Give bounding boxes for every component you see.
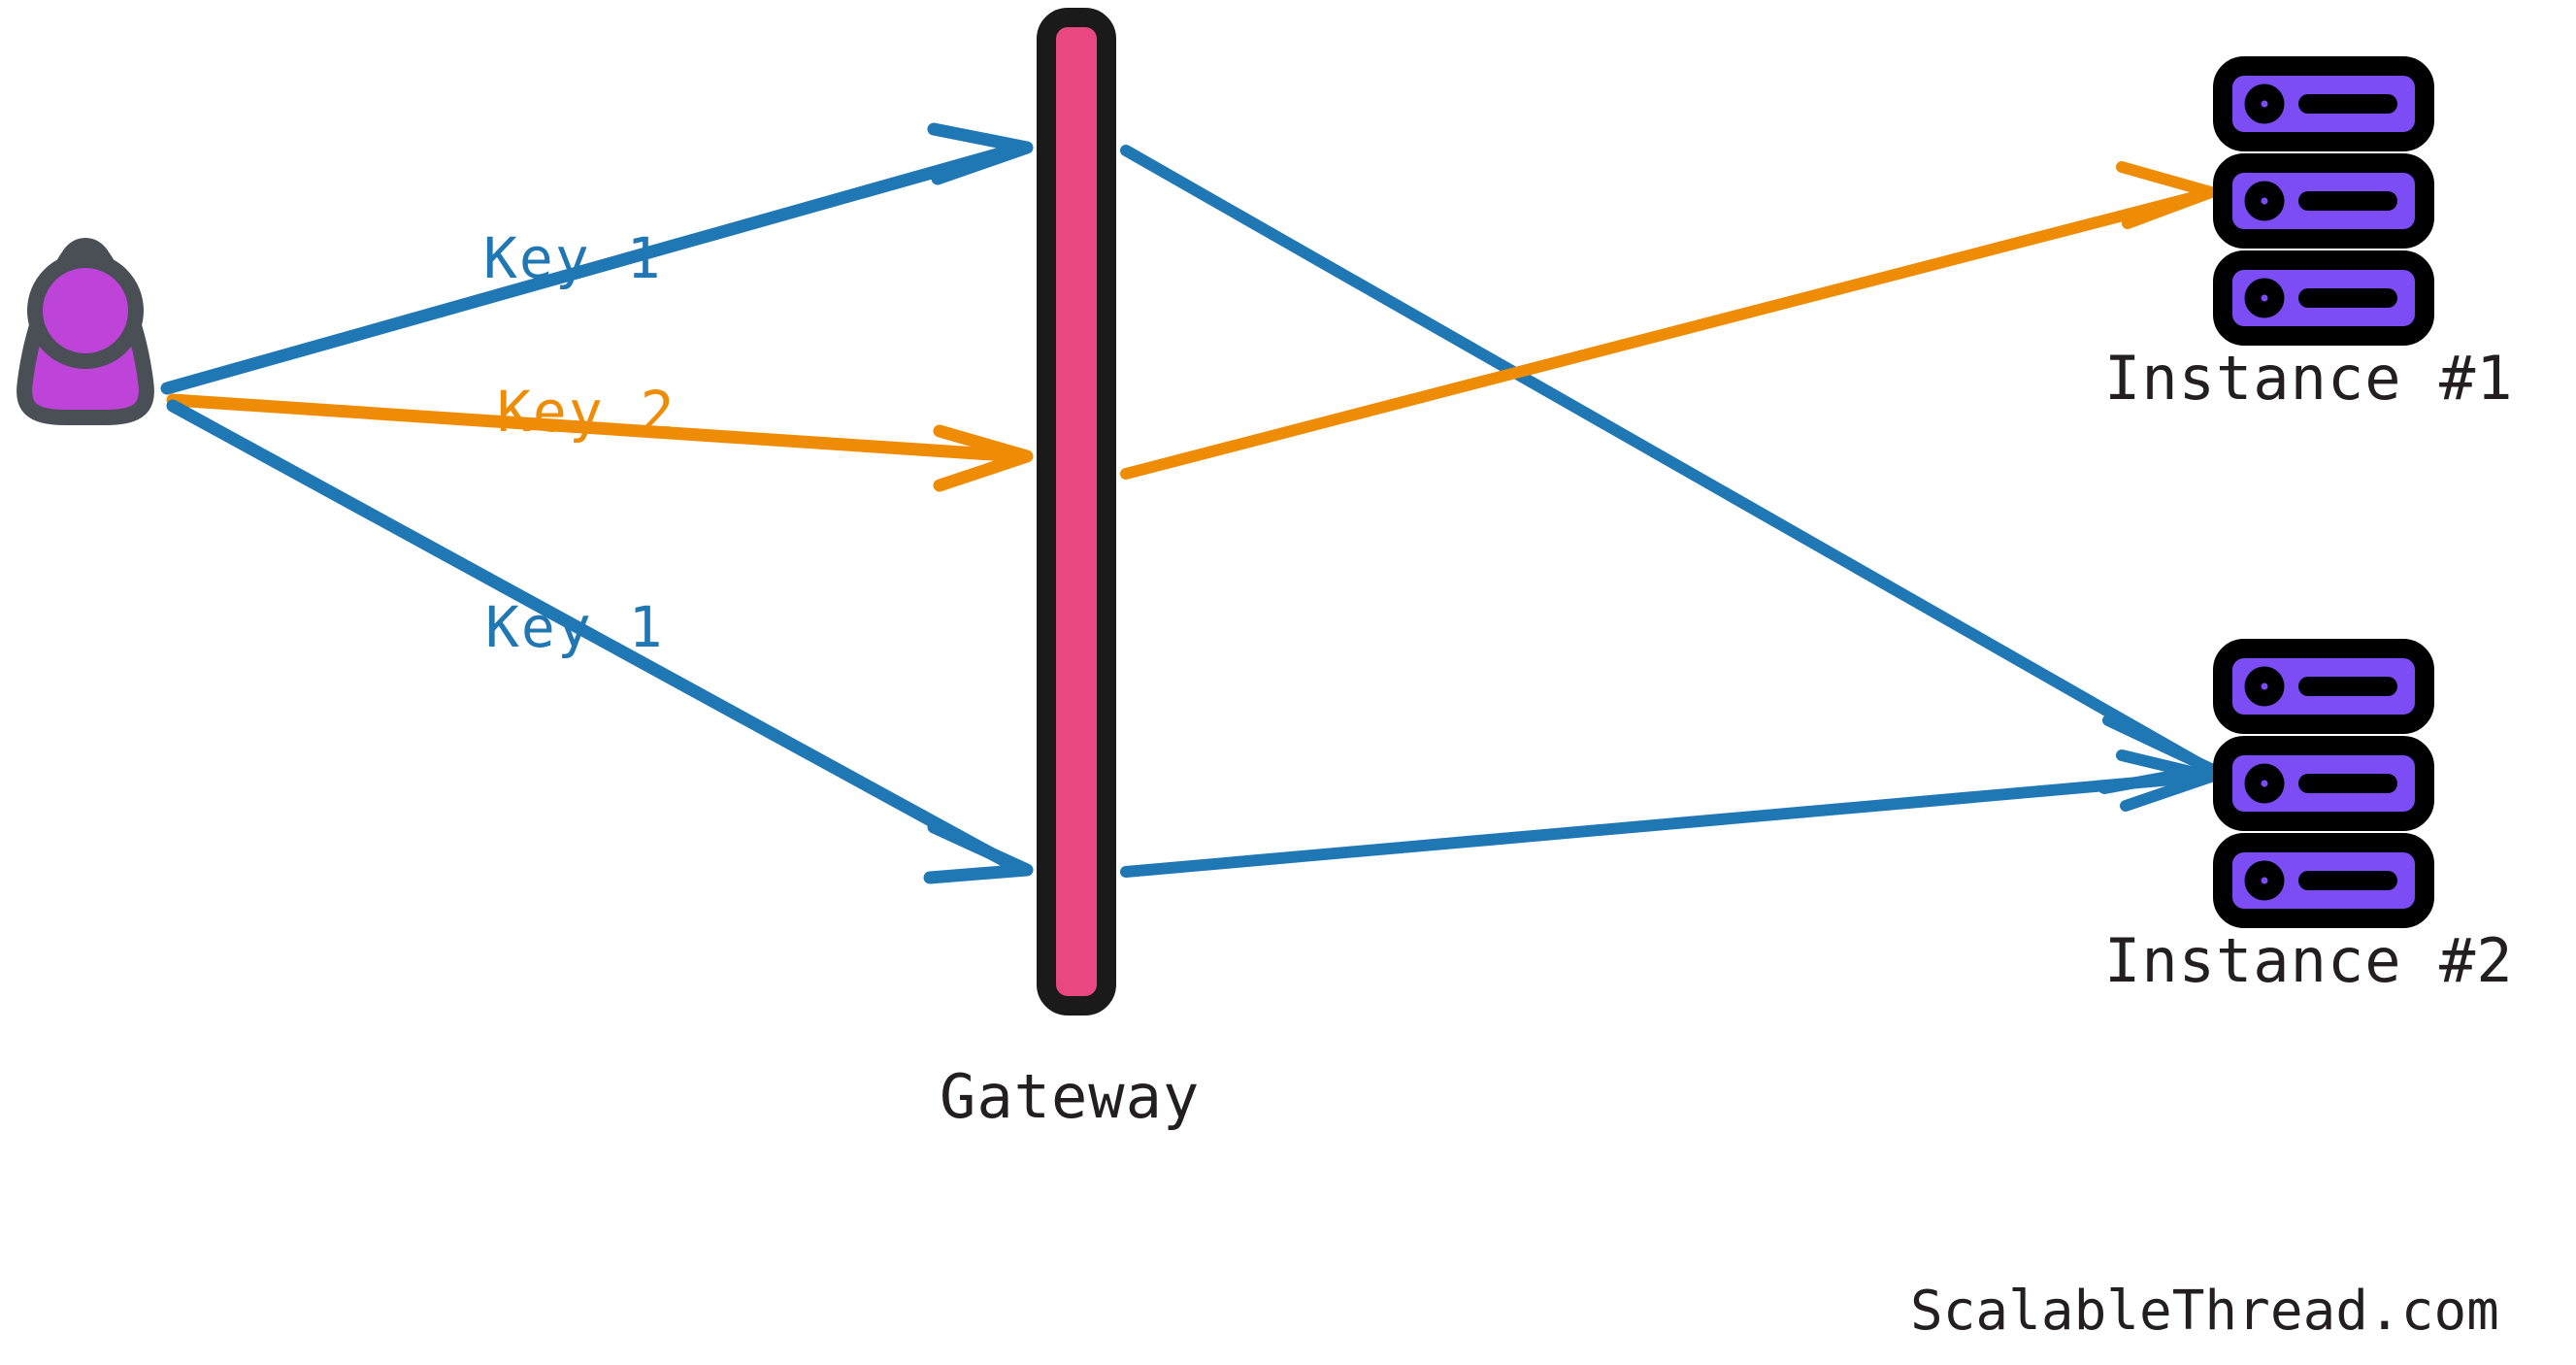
- edge-gateway-to-instance1: [1120, 161, 2217, 480]
- user-icon: [17, 238, 154, 425]
- server-rack-icon-instance1: [2213, 56, 2434, 346]
- edge-client-to-gateway-key1-top: [160, 122, 1034, 395]
- node-label-instance2: Instance #2: [2104, 925, 2514, 996]
- edge-label-key1-bottom: Key 1: [485, 594, 665, 660]
- gateway-bar-icon: [1037, 8, 1116, 1015]
- edge-gateway-to-instance2-upper: [1120, 145, 2217, 794]
- server-rack-icon-instance2: [2213, 639, 2434, 928]
- edge-gateway-to-instance2-lower: [1120, 749, 2217, 878]
- edge-label-key2: Key 2: [497, 379, 677, 445]
- edge-client-to-gateway-key1-bottom: [166, 399, 1034, 884]
- node-label-gateway: Gateway: [940, 1061, 1201, 1132]
- watermark: ScalableThread.com: [1910, 1280, 2499, 1343]
- edge-label-key1-top: Key 1: [483, 225, 663, 291]
- node-label-instance1: Instance #1: [2104, 343, 2514, 414]
- edge-client-to-gateway-key2: [166, 393, 1034, 492]
